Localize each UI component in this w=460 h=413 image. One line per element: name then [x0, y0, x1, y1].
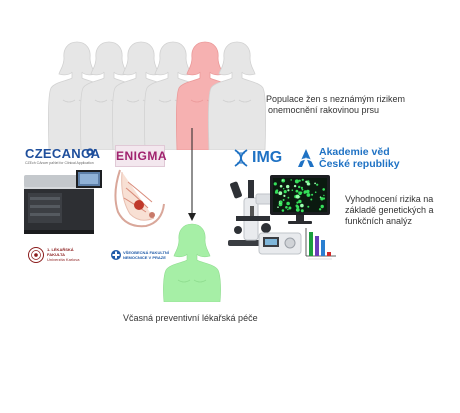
fluorescent-cell	[311, 193, 314, 196]
fluorescent-cell	[286, 184, 290, 189]
fluorescent-cell	[314, 191, 317, 193]
fluorescent-cell	[285, 206, 288, 209]
fluorescent-cell	[314, 182, 316, 185]
fluorescent-cell	[282, 199, 285, 201]
fluorescent-cell	[298, 191, 302, 195]
vfn-line2: NEMOCNICE V PRAZE	[123, 255, 166, 260]
chart-bar-1	[309, 232, 313, 256]
fluorescent-cell	[283, 194, 286, 197]
fluorescent-cell	[306, 180, 310, 183]
fluorescent-cell	[293, 184, 297, 188]
fluorescent-cell	[300, 209, 304, 213]
fluorescent-cell	[301, 188, 304, 191]
fluorescent-cell	[305, 180, 308, 183]
fluorescent-cell	[300, 186, 303, 189]
fluorescent-cell	[296, 205, 300, 209]
population-label-line2: onemocnění rakovinou prsu	[268, 105, 380, 115]
flow-arrow	[188, 128, 196, 221]
dna-helix-icon	[234, 149, 248, 167]
lf-line3: Univerzita Karlova	[47, 257, 80, 262]
fluorescent-cell	[323, 194, 325, 197]
avcr-line2: České republiky	[319, 158, 400, 170]
fluorescent-cell	[296, 201, 299, 204]
fluorescent-cell	[306, 182, 310, 186]
fluorescent-cell	[294, 179, 299, 184]
avcr-line1: Akademie věd	[319, 146, 390, 158]
fluorescent-cell	[288, 206, 292, 210]
fluorescent-cell	[291, 189, 294, 191]
fluorescent-cell	[283, 190, 287, 194]
lf-seal-icon	[28, 247, 44, 263]
fluorescent-cell	[290, 179, 292, 181]
czecanca-logo: CZECANCA CZEch CAncer paNel for Clinical…	[25, 146, 101, 165]
evaluation-label-line3: funkčních analýz	[345, 216, 413, 226]
fluorescent-cell	[281, 209, 285, 212]
population-label: Populace žen s neznámým rizikem onemocně…	[266, 94, 446, 116]
fluorescent-cell	[277, 206, 279, 208]
enigma-logo-text: ENIGMA	[116, 149, 167, 163]
fluorescent-cell	[322, 197, 326, 200]
fluorescent-cell	[275, 189, 278, 193]
fluorescent-cell	[298, 179, 301, 182]
vfn-line1: VŠEOBECNÁ FAKULTNÍ	[123, 250, 169, 255]
czecanca-logo-text: CZECANCA	[25, 146, 101, 161]
chart-bar-2	[315, 236, 319, 256]
care-label: Včasná preventivní lékařská péče	[123, 313, 258, 323]
lab-device-icon	[258, 232, 302, 255]
population-label-line1: Populace žen s neznámým rizikem	[266, 94, 406, 104]
enigma-logo: ENIGMA	[115, 145, 167, 167]
lf-uk-logo: 1. LÉKAŘSKÁ FAKULTA Univerzita Karlova	[28, 245, 98, 267]
population-figures	[48, 41, 266, 150]
avcr-logo: Akademie věd České republiky	[296, 146, 406, 172]
fluorescent-cell	[287, 208, 289, 211]
fluorescent-cell	[303, 192, 306, 194]
healthy-woman-figure	[163, 223, 221, 302]
evaluation-label: Vyhodnocení rizika na základě genetickýc…	[345, 194, 455, 227]
czecanca-logo-subtitle: CZEch CAncer paNel for Clinical Applicat…	[25, 161, 94, 165]
lf-line2: FAKULTA	[47, 252, 66, 257]
fluorescent-cell	[306, 189, 310, 194]
fluorescent-cell	[278, 191, 283, 196]
fluorescent-cell	[279, 200, 283, 204]
chart-bar-4	[327, 252, 331, 256]
fluorescent-cell	[298, 185, 301, 189]
lf-line1: 1. LÉKAŘSKÁ	[47, 247, 74, 252]
fluorescent-cell	[298, 199, 302, 204]
czecanca-mark-icon	[86, 148, 94, 156]
fluorescent-cell	[310, 198, 313, 201]
fluorescent-cell	[307, 205, 310, 208]
evaluation-label-line2: základě genetických a	[345, 205, 434, 215]
results-chart-icon	[305, 228, 336, 260]
vfn-logo: VŠEOBECNÁ FAKULTNÍ NEMOCNICE V PRAZE	[111, 248, 183, 264]
fluorescence-monitor-icon	[270, 175, 330, 224]
fluorescent-cell	[295, 208, 300, 212]
img-logo-text: IMG	[252, 149, 283, 166]
vfn-cross-icon	[111, 250, 121, 260]
fluorescent-cell	[320, 197, 324, 201]
fluorescent-cell	[282, 179, 284, 181]
chart-bar-3	[321, 240, 325, 256]
fluorescent-cell	[320, 204, 324, 209]
fluorescent-cell	[316, 183, 319, 186]
fluorescent-cell	[300, 203, 304, 208]
evaluation-label-line1: Vyhodnocení rizika na	[345, 194, 434, 204]
fluorescent-cell	[287, 189, 290, 192]
img-logo: IMG	[232, 148, 292, 168]
breast-anatomy-icon	[114, 169, 165, 228]
fluorescent-cell	[295, 194, 300, 199]
fluorescent-cell	[306, 193, 311, 197]
avcr-mark-icon	[298, 149, 314, 167]
fluorescent-cell	[287, 196, 290, 199]
fluorescent-cell	[283, 188, 285, 190]
fluorescent-cell	[322, 188, 325, 191]
fluorescent-cell	[286, 201, 290, 206]
woman-figure	[208, 41, 266, 150]
fluorescent-cell	[295, 189, 299, 193]
fluorescent-cell	[301, 178, 304, 181]
fluorescent-cell	[273, 182, 277, 186]
sequencer-instrument-icon	[24, 170, 102, 234]
fluorescent-cell	[279, 184, 283, 188]
fluorescent-cell	[318, 208, 322, 211]
